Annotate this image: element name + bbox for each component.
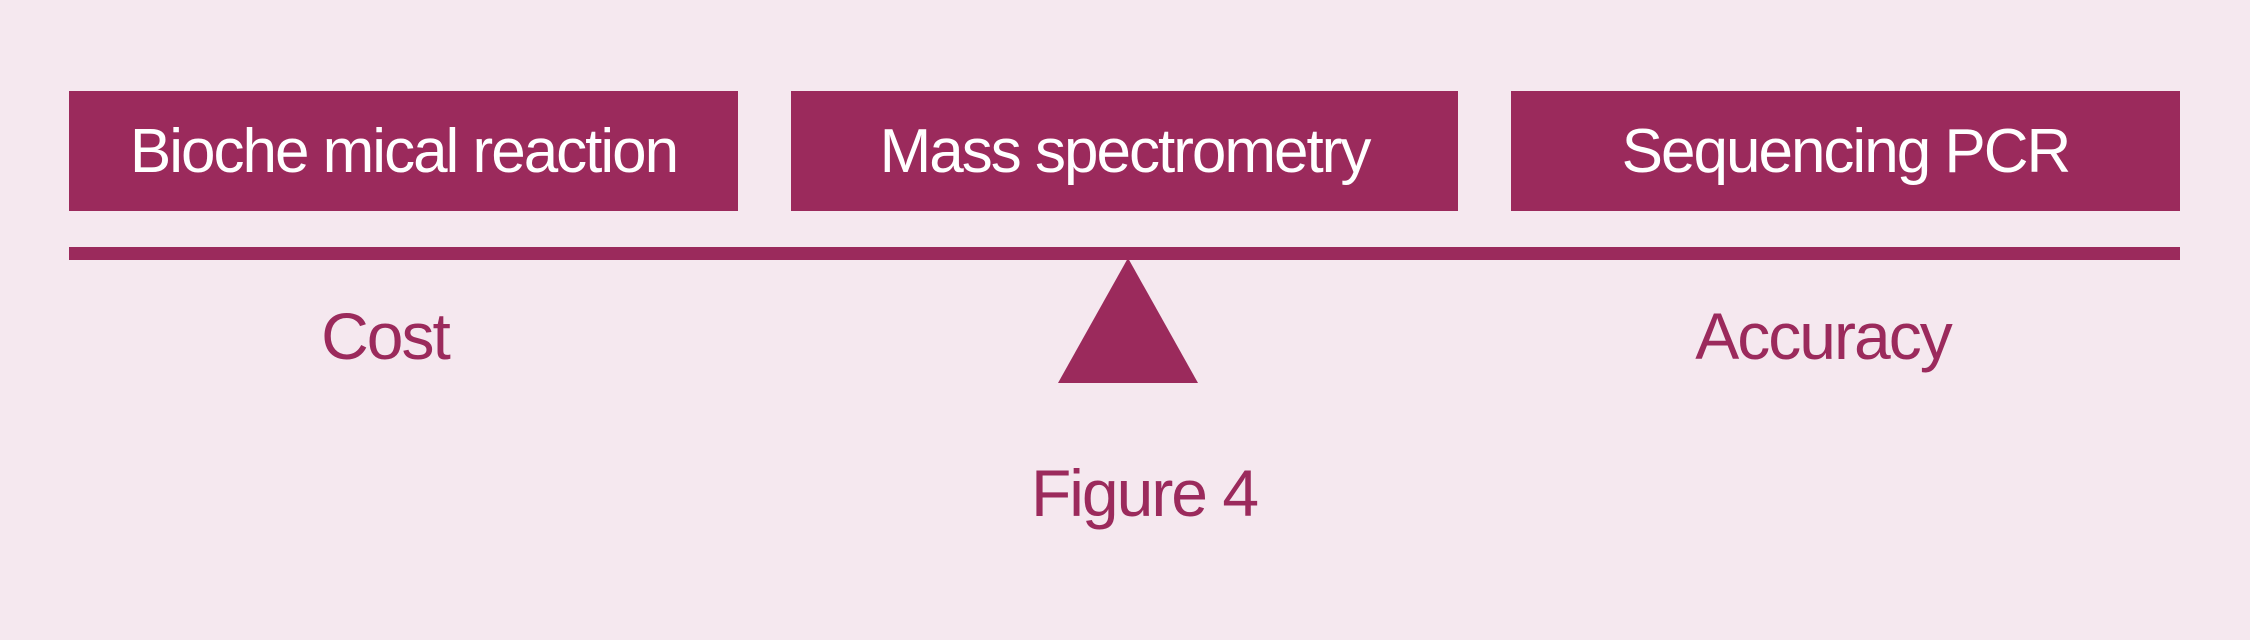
- balance-beam: [69, 247, 2180, 260]
- cost-label: Cost: [321, 299, 451, 373]
- method-box-biochemical-reaction: Bioche mical reaction: [69, 91, 738, 211]
- method-label: Sequencing PCR: [1621, 116, 2072, 186]
- method-label: Mass spectrometry: [879, 116, 1372, 186]
- method-box-sequencing-pcr: Sequencing PCR: [1511, 91, 2180, 211]
- method-box-mass-spectrometry: Mass spectrometry: [791, 91, 1458, 211]
- accuracy-label: Accuracy: [1695, 299, 1952, 373]
- method-label: Bioche mical reaction: [129, 116, 679, 186]
- fulcrum-triangle-icon: [1058, 258, 1198, 383]
- figure-caption: Figure 4: [1030, 456, 1259, 530]
